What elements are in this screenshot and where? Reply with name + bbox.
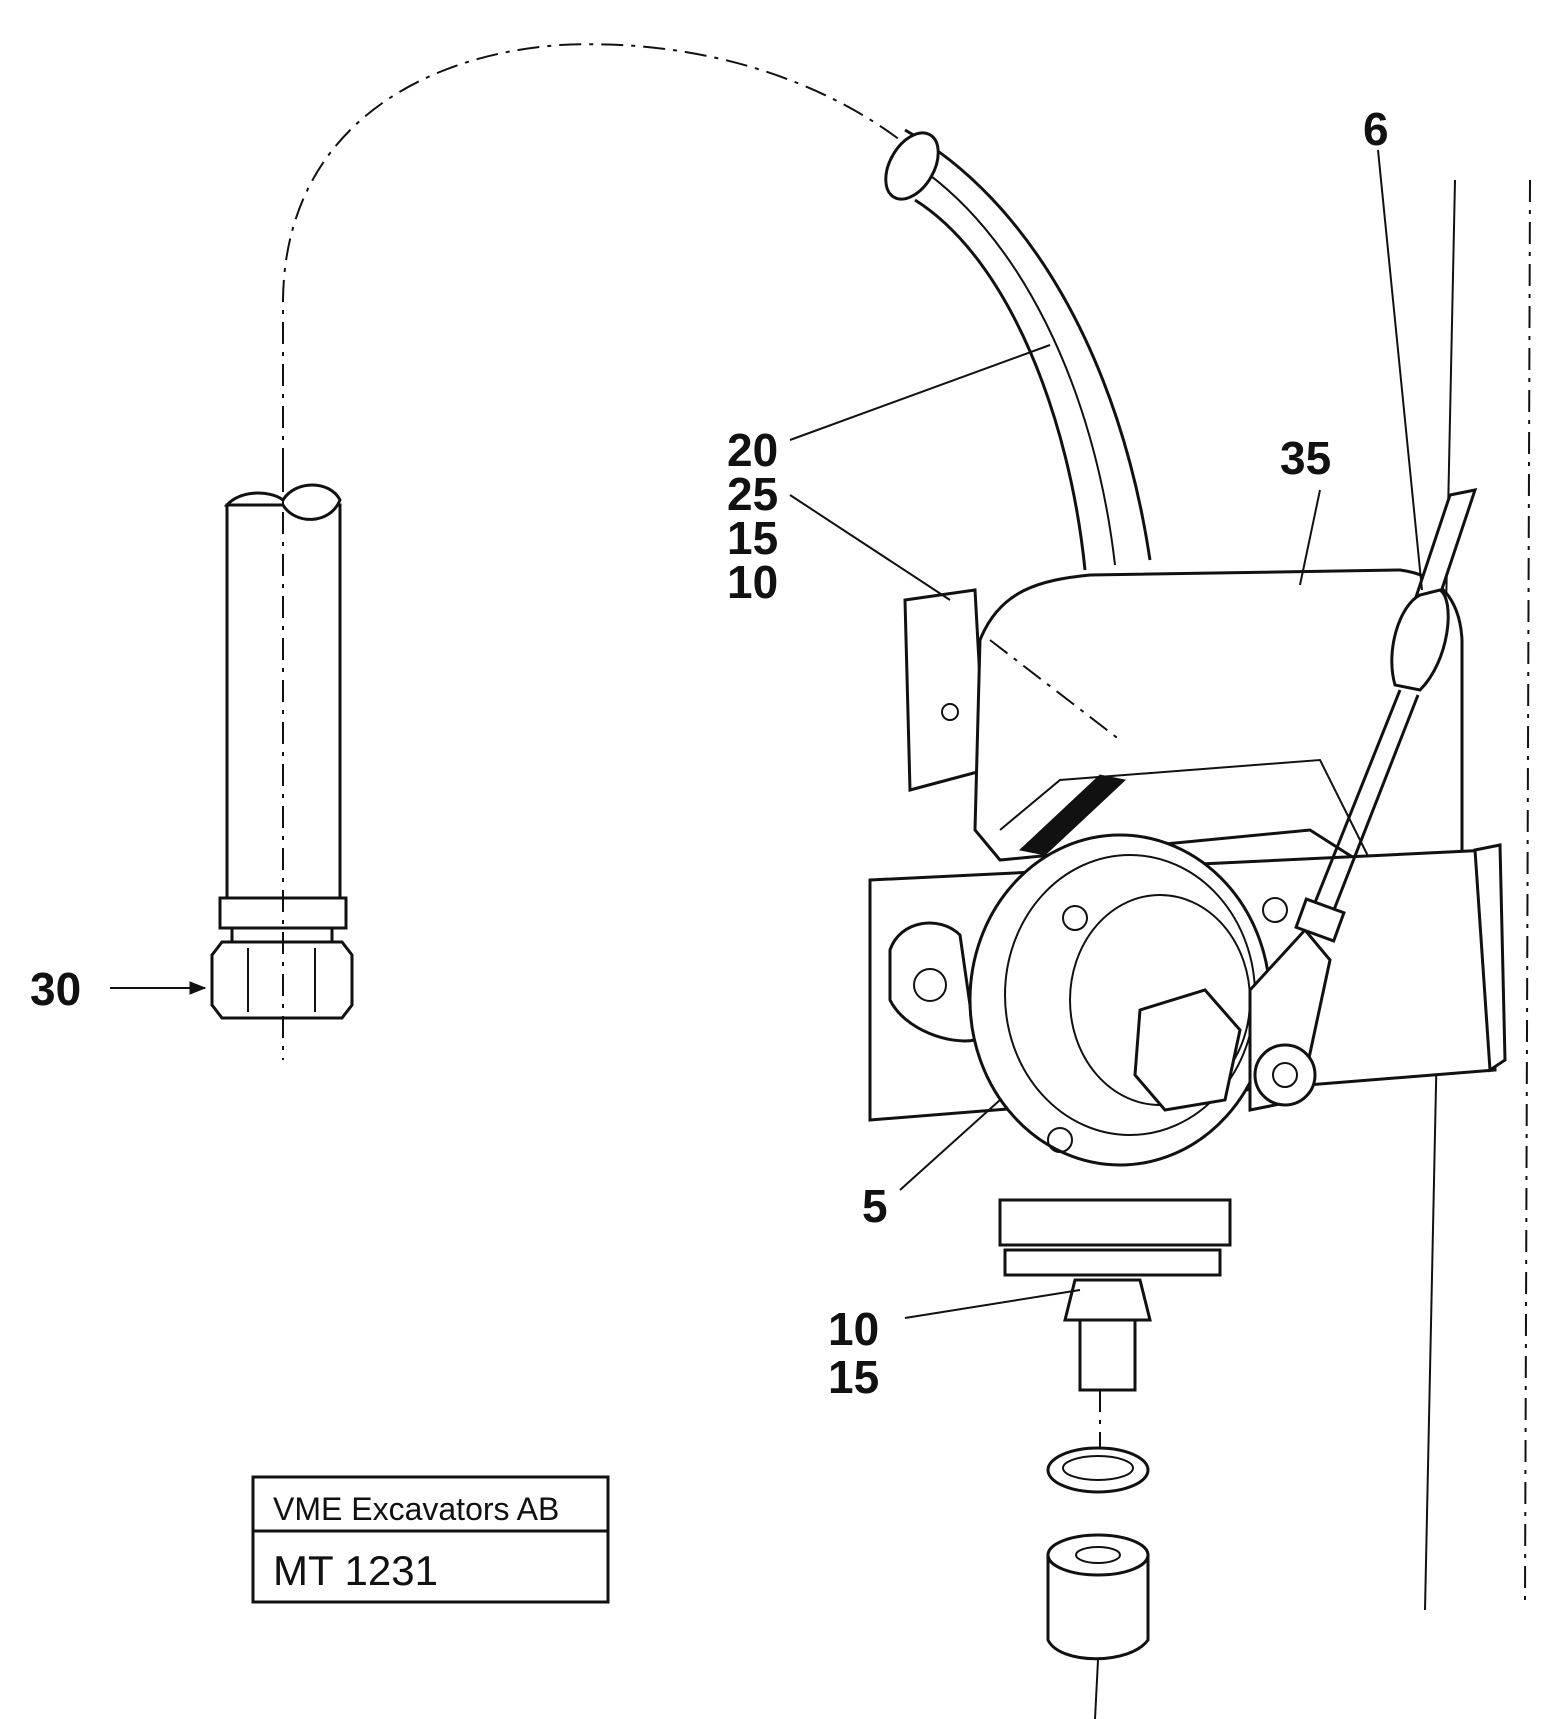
hose-route-line	[282, 43, 901, 470]
hose	[884, 128, 1152, 571]
title-block-company: VME Excavators AB	[273, 1491, 559, 1527]
lower-fittings	[998, 1198, 1232, 1719]
label-30: 30	[30, 963, 81, 1015]
label-6: 6	[1363, 103, 1389, 155]
title-block: VME Excavators AB MT 1231	[251, 1475, 610, 1604]
label-20: 20	[727, 424, 778, 476]
label-35: 35	[1280, 432, 1331, 484]
cover-bracket	[903, 568, 1464, 902]
pump	[888, 833, 1332, 1167]
leader-lines	[110, 149, 1423, 1319]
label-10-upper: 10	[727, 556, 778, 608]
label-15-lower: 15	[828, 1351, 879, 1403]
label-15-upper: 15	[727, 512, 778, 564]
label-5: 5	[862, 1180, 888, 1232]
label-25: 25	[727, 468, 778, 520]
title-block-code: MT 1231	[273, 1547, 438, 1594]
label-10-lower: 10	[828, 1303, 879, 1355]
pipe-assembly	[210, 470, 354, 1060]
control-cable	[1294, 488, 1478, 943]
